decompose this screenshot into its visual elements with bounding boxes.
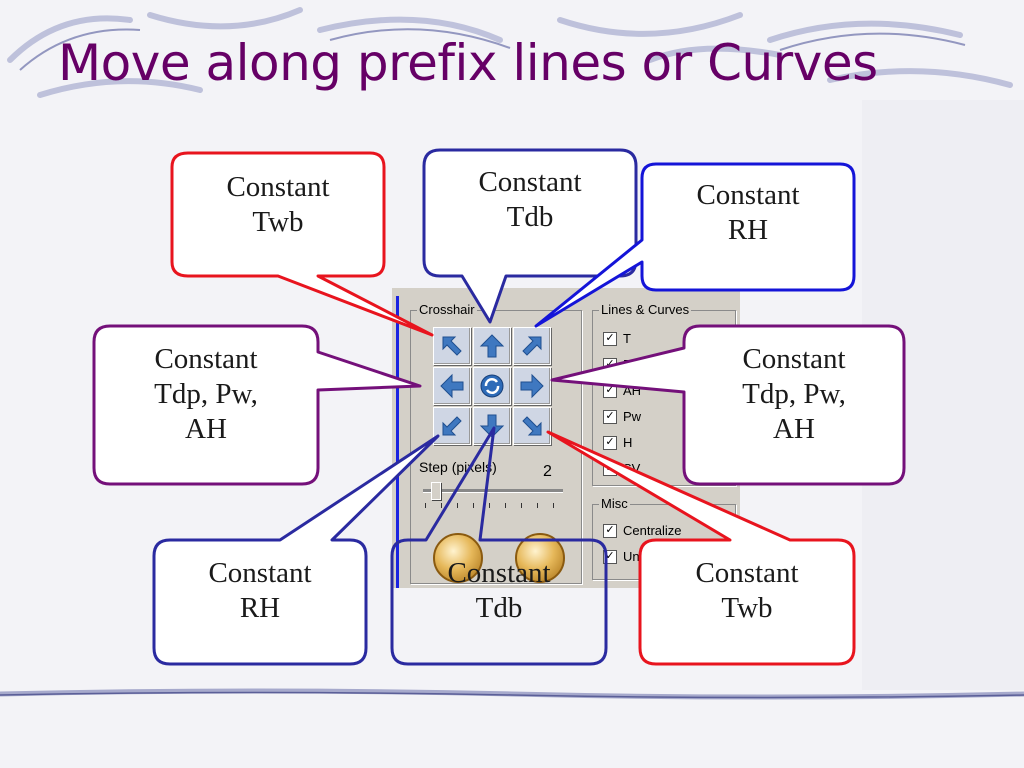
callout-line: AH (185, 412, 227, 445)
callout-line: Tdb (475, 591, 523, 624)
callout-line: RH (727, 213, 769, 246)
misc-label: Misc (599, 496, 630, 511)
callout-tdp-right-text: Constant Tdp, Pw, AH (684, 342, 904, 446)
callout-line: Constant (226, 171, 330, 203)
move-down-right-button[interactable] (513, 407, 551, 445)
callout-tdp-left-text: Constant Tdp, Pw, AH (94, 342, 318, 446)
callout-line: Constant (696, 179, 800, 211)
refresh-center-icon (480, 374, 504, 398)
crosshair-group: Crosshair Step (pixels) 2 (410, 302, 582, 584)
checkbox-label: T (623, 331, 631, 346)
callout-twb-top-text: Constant Twb (172, 170, 384, 240)
line-checkbox-t[interactable]: ✓T (603, 331, 631, 346)
callout-rh-bottom (152, 434, 440, 666)
callout-line: AH (773, 412, 815, 445)
callout-twb-top (170, 151, 434, 337)
checkbox[interactable]: ✓ (603, 435, 617, 450)
zoom-fit-button[interactable] (433, 533, 483, 583)
arrow-up-right-icon (522, 336, 542, 356)
callout-tdb-top-text: Constant Tdb (424, 165, 636, 235)
callout-tdp-left (92, 324, 422, 486)
callout-twb-bottom (546, 430, 856, 666)
step-value: 2 (543, 463, 552, 480)
move-right-button[interactable] (513, 367, 551, 405)
move-left-button[interactable] (433, 367, 471, 405)
move-up-right-button[interactable] (513, 327, 551, 365)
callout-line: Constant (478, 166, 582, 198)
callout-line: Constant (208, 557, 312, 589)
lines-curves-label: Lines & Curves (599, 302, 692, 317)
callout-line: Constant (742, 343, 846, 375)
callout-line: Tdp, Pw, (742, 377, 846, 410)
callout-twb-bottom-text: Constant Twb (640, 556, 854, 626)
callout-tdb-bottom (390, 426, 608, 666)
checkbox[interactable]: ✓ (603, 331, 617, 346)
panel-edge (396, 296, 399, 588)
crosshair-label: Crosshair (417, 302, 477, 317)
callout-line: Constant (447, 557, 551, 589)
checkbox[interactable]: ✓ (603, 409, 617, 424)
callout-line: Twb (721, 591, 773, 624)
checkbox-label: Centralize (623, 523, 682, 538)
move-up-button[interactable] (473, 327, 511, 365)
callout-line: RH (239, 591, 281, 624)
slide-title: Move along prefix lines or Curves (58, 34, 878, 92)
arrow-up-left-icon (442, 336, 462, 356)
callout-rh-top (534, 162, 856, 328)
arrow-down-icon (479, 414, 505, 438)
move-up-left-button[interactable] (433, 327, 471, 365)
callout-rh-bottom-text: Constant RH (154, 556, 366, 626)
arrow-down-left-icon (442, 416, 462, 436)
callout-rh-top-text: Constant RH (642, 178, 854, 248)
move-down-left-button[interactable] (433, 407, 471, 445)
callout-line: Twb (252, 205, 304, 238)
arrow-left-icon (440, 373, 464, 399)
callout-line: Constant (695, 557, 799, 589)
callout-tdp-right (550, 324, 906, 486)
callout-line: Tdp, Pw, (154, 377, 258, 410)
bottom-rule-decoration (0, 688, 1024, 700)
center-button[interactable] (473, 367, 511, 405)
callout-line: Constant (154, 343, 258, 375)
checkbox-label: H (623, 435, 633, 450)
callout-tdb-top (422, 148, 638, 324)
arrow-down-right-icon (522, 416, 542, 436)
line-checkbox-pw[interactable]: ✓ Pw (603, 409, 641, 424)
callout-line: Tdb (506, 200, 554, 233)
step-label: Step (pixels) (419, 459, 497, 475)
arrow-up-icon (479, 334, 505, 358)
misc-checkbox-centralize[interactable]: ✓ Centralize (603, 523, 682, 538)
step-slider-track[interactable] (423, 489, 563, 493)
callout-tdb-bottom-text: Constant Tdb (392, 556, 606, 626)
step-slider-thumb[interactable] (431, 482, 441, 500)
line-checkbox-h[interactable]: ✓H (603, 435, 632, 450)
checkbox-label: Pw (623, 409, 642, 424)
arrow-right-icon (520, 373, 544, 399)
checkbox[interactable]: ✓ (603, 523, 617, 538)
